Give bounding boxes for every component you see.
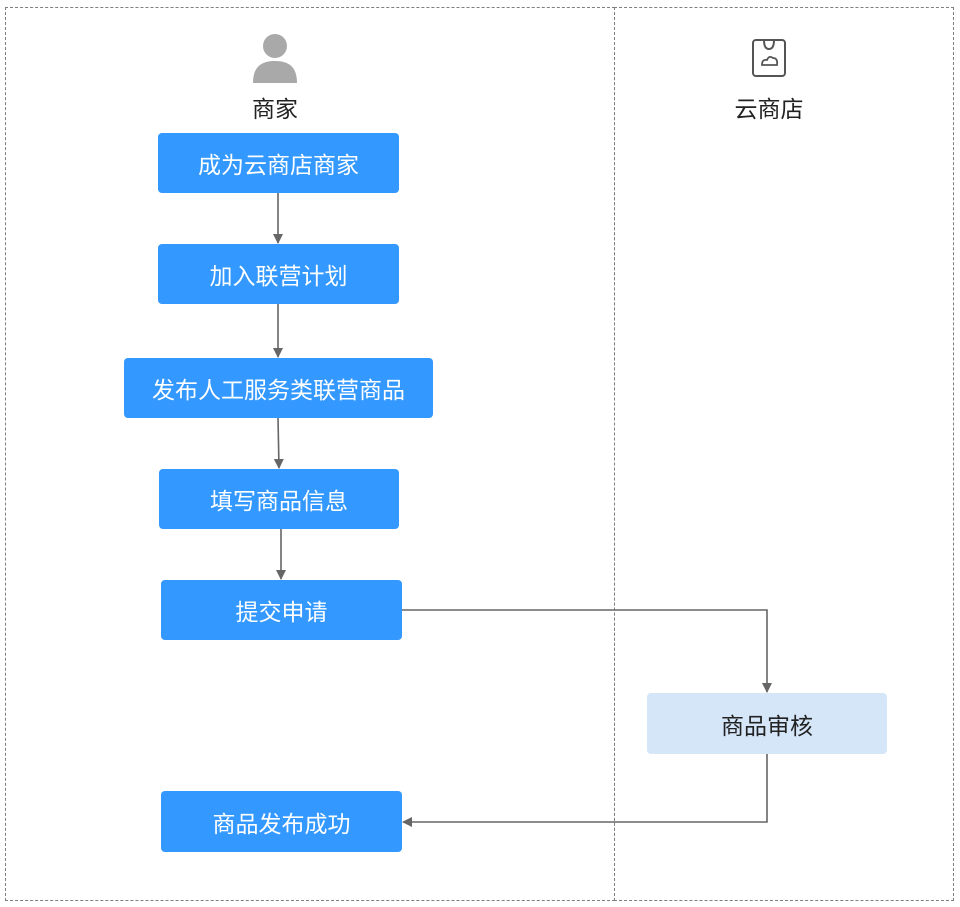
merchant-lane-label: 商家: [252, 97, 298, 123]
arrow-review-to-success: [402, 754, 768, 827]
store-swimlane: [614, 7, 954, 901]
step-success: 商品发布成功: [161, 791, 402, 852]
arrow-publish-to-fill: [273, 417, 284, 469]
step-publish-product: 发布人工服务类联营商品: [124, 358, 433, 418]
step-become-merchant: 成为云商店商家: [158, 133, 399, 193]
step-fill-info: 填写商品信息: [159, 469, 399, 529]
arrow-submit-to-review: [402, 609, 772, 693]
user-icon: [253, 34, 297, 83]
store-lane-label: 云商店: [734, 97, 804, 123]
step-review: 商品审核: [647, 693, 887, 754]
step-submit: 提交申请: [161, 580, 402, 640]
step-join-program: 加入联营计划: [158, 244, 399, 304]
shopping-bag-icon: [752, 39, 786, 77]
